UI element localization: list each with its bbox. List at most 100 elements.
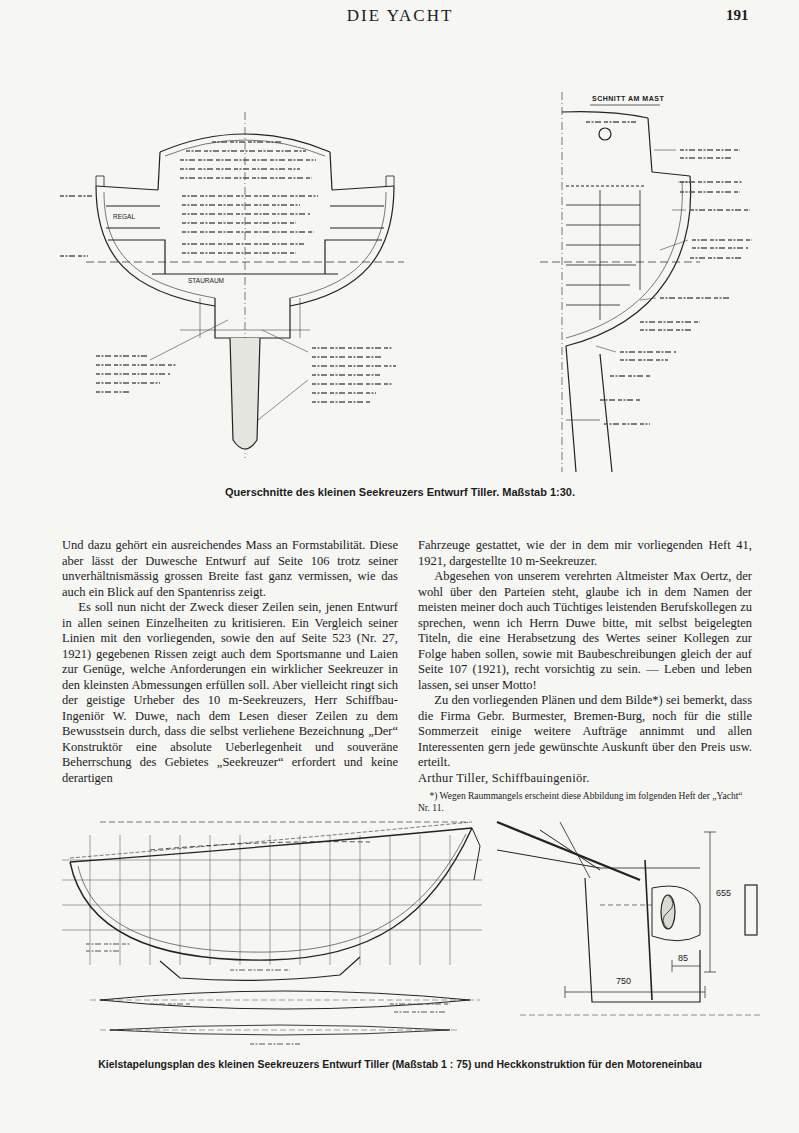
mast-section-stroke bbox=[600, 354, 612, 472]
mast-section-stroke bbox=[566, 420, 600, 421]
hull-cross-section-stroke bbox=[215, 298, 290, 338]
stern-construction-stroke bbox=[704, 972, 716, 973]
handwritten-notes bbox=[60, 142, 396, 402]
keel-plan-stroke bbox=[300, 835, 301, 965]
mast-section-stroke bbox=[566, 176, 691, 346]
handwritten-notes-stroke bbox=[96, 364, 176, 366]
keel-plan-stroke bbox=[240, 835, 241, 965]
mast-section-stroke bbox=[566, 182, 682, 338]
dimension: 85 bbox=[678, 953, 688, 964]
dimension: 655 bbox=[716, 888, 731, 899]
handwritten-notes-stroke bbox=[690, 209, 750, 210]
stern-construction-stroke bbox=[560, 822, 590, 878]
body-paragraph: Zu den vorliegenden Plänen und dem Bilde… bbox=[418, 693, 752, 771]
handwritten-notes-stroke bbox=[86, 950, 120, 951]
leader-lines-stroke bbox=[150, 320, 228, 360]
hull-cross-section-stroke bbox=[330, 152, 332, 190]
leader-lines-stroke bbox=[596, 346, 616, 352]
mast-section-stroke bbox=[566, 285, 630, 286]
handwritten-notes-stroke bbox=[604, 423, 650, 424]
handwritten-notes-stroke bbox=[690, 257, 744, 258]
body-paragraph: Und dazu gehört ein ausreichendes Mass a… bbox=[62, 538, 398, 600]
handwritten-notes-stroke bbox=[96, 373, 170, 375]
stern-construction-stroke bbox=[661, 895, 675, 929]
mast-section-stroke bbox=[566, 185, 646, 186]
mast-section-stroke bbox=[566, 225, 640, 226]
handwritten-notes-stroke bbox=[312, 374, 380, 376]
handwritten-notes-stroke bbox=[96, 382, 160, 384]
keel-plan-stroke bbox=[90, 1000, 480, 1001]
hull-cross-section-stroke bbox=[330, 205, 384, 206]
handwritten-notes-stroke bbox=[640, 329, 694, 330]
leader-lines-stroke bbox=[660, 240, 688, 250]
keel-plan-stroke bbox=[472, 828, 480, 880]
hull-cross-section-stroke bbox=[300, 298, 301, 338]
hull-cross-section-stroke bbox=[86, 262, 404, 263]
handwritten-notes-stroke bbox=[312, 356, 384, 358]
dimension: 750 bbox=[616, 976, 631, 987]
mast-section bbox=[540, 92, 700, 472]
handwritten-notes-stroke bbox=[182, 204, 300, 206]
handwritten-notes-stroke bbox=[312, 401, 370, 403]
keel-plan-stroke bbox=[62, 860, 482, 861]
keel-plan-stroke bbox=[62, 905, 482, 906]
hull-cross-section-stroke bbox=[96, 186, 158, 190]
stern-construction-stroke bbox=[745, 885, 757, 935]
handwritten-notes-stroke bbox=[182, 231, 314, 233]
keel-plan-stroke bbox=[70, 822, 472, 858]
stern-construction bbox=[497, 822, 760, 1015]
hull-cross-section-stroke bbox=[96, 186, 215, 306]
footnote: *) Wegen Raummangels erscheint diese Abb… bbox=[418, 791, 752, 814]
mast-section-stroke bbox=[648, 118, 652, 172]
page-header: DIE YACHT bbox=[250, 6, 550, 26]
stern-construction-stroke bbox=[710, 832, 711, 972]
mast-section-stroke bbox=[566, 265, 636, 266]
mast-section-stroke bbox=[566, 305, 620, 306]
handwritten-notes-stroke bbox=[312, 383, 392, 385]
leader-lines-stroke bbox=[258, 380, 308, 420]
handwritten-notes-stroke bbox=[180, 177, 312, 179]
keel-plan-stroke bbox=[360, 835, 361, 965]
hull-cross-section-stroke bbox=[165, 140, 325, 156]
handwritten-notes-stroke bbox=[230, 969, 290, 970]
keel-plan-stroke bbox=[270, 835, 271, 965]
hull-cross-section-stroke bbox=[180, 330, 310, 331]
handwritten-notes-stroke bbox=[680, 149, 740, 150]
keel-plan-stroke bbox=[150, 842, 370, 850]
handwritten-notes-stroke bbox=[390, 1003, 450, 1004]
stern-construction-stroke bbox=[600, 905, 652, 906]
stern-construction-stroke bbox=[672, 966, 700, 967]
hull-cross-section-stroke bbox=[330, 227, 384, 228]
stern-construction-stroke bbox=[520, 1015, 760, 1016]
handwritten-notes-stroke bbox=[312, 347, 392, 349]
mast-section-stroke bbox=[590, 105, 660, 106]
body-paragraph: Abgesehen von unserem verehrten Altmeist… bbox=[418, 569, 752, 693]
figure-caption: Querschnitte des kleinen Seekreuzers Ent… bbox=[130, 485, 670, 499]
hull-cross-section-stroke bbox=[158, 152, 160, 190]
hull-cross-section-stroke bbox=[108, 240, 165, 274]
handwritten-notes-stroke bbox=[96, 391, 130, 393]
hull-cross-section-stroke bbox=[290, 186, 394, 306]
figure-caption: Kielstapelungsplan des kleinen Seekreuze… bbox=[40, 1058, 760, 1071]
keel-plan-stroke bbox=[78, 834, 466, 952]
hull-cross-section-stroke bbox=[290, 192, 386, 298]
stern-construction-stroke bbox=[705, 986, 706, 998]
part-label: REGAL bbox=[113, 213, 135, 221]
handwritten-notes-stroke bbox=[620, 359, 668, 360]
handwritten-notes-stroke bbox=[692, 239, 752, 240]
handwritten-notes-stroke bbox=[60, 195, 92, 197]
keel-plan-stroke bbox=[120, 835, 121, 965]
mast-section-stroke bbox=[566, 205, 640, 206]
handwritten-notes-stroke bbox=[586, 121, 636, 122]
handwritten-notes-stroke bbox=[620, 351, 676, 352]
handwritten-notes-stroke bbox=[680, 191, 740, 192]
hull-cross-section-stroke bbox=[152, 273, 338, 274]
mast-section-stroke bbox=[652, 172, 690, 176]
stern-construction-stroke bbox=[600, 868, 700, 869]
part-label: STAURAUM bbox=[188, 277, 224, 285]
hull-cross-section-stroke bbox=[325, 240, 382, 274]
handwritten-notes-stroke bbox=[600, 399, 640, 400]
author-signature: Arthur Tiller, Schiffbauingeniör. bbox=[418, 771, 752, 787]
handwritten-notes-stroke bbox=[660, 297, 730, 298]
